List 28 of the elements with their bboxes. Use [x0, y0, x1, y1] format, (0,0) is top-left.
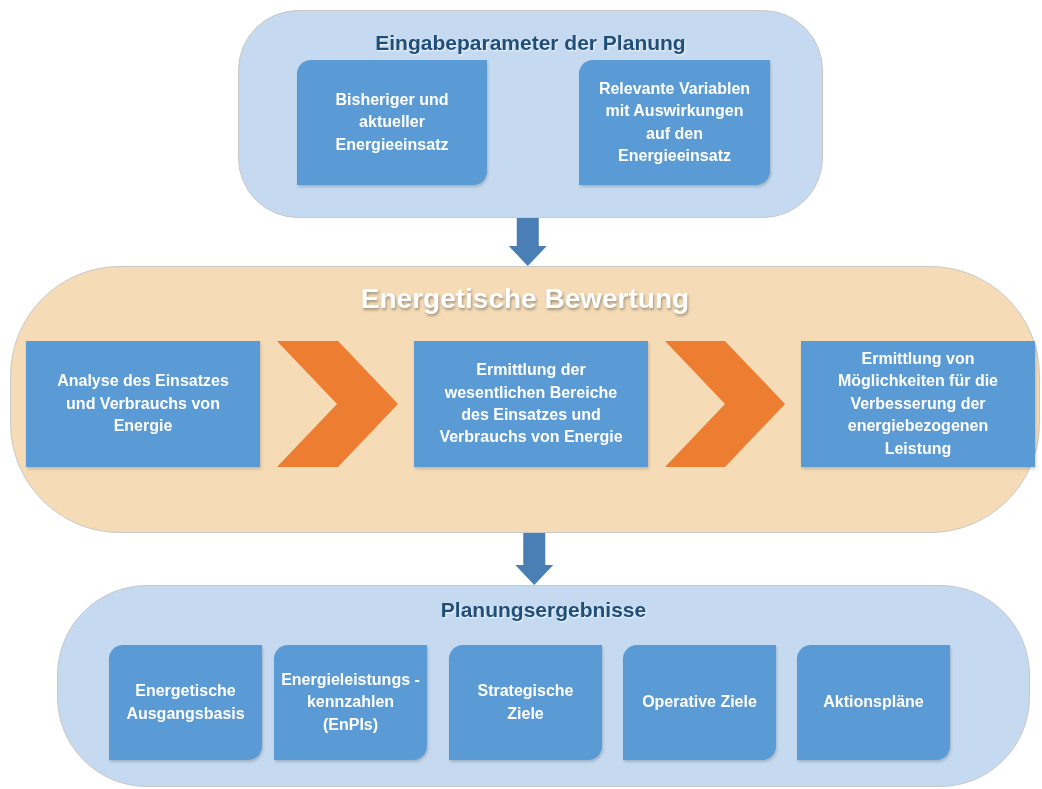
process-box — [414, 341, 648, 467]
box-text: Ermittlung von Möglichkeiten für die Verbesserung der energiebezogenen Leistung — [837, 349, 999, 459]
process-box — [801, 341, 1035, 467]
arrow — [665, 341, 785, 467]
box-text: Relevante Variablen mit Auswirkungen auf den Energieeinsatz — [597, 78, 752, 166]
process-box — [797, 645, 950, 760]
arrow — [508, 218, 547, 266]
process-box — [579, 60, 770, 185]
arrow — [277, 341, 398, 467]
box-text: Operative Ziele — [642, 692, 757, 713]
arrow — [515, 533, 554, 585]
box-text: Ermittlung der wesentlichen Bereiche des Einsatzes und Verbrauchs von Energie — [438, 360, 624, 448]
process-box — [449, 645, 602, 760]
box-text: Bisheriger und aktueller Energieeinsatz — [334, 89, 450, 155]
process-box — [297, 60, 487, 185]
box-text: Aktionspläne — [823, 692, 924, 713]
process-box — [109, 645, 262, 760]
process-box — [623, 645, 776, 760]
box-text: Energetische Ausgangsbasis — [126, 681, 245, 724]
process-box — [274, 645, 427, 760]
group-title: Planungsergebnisse — [439, 598, 648, 622]
group-title: Energetische Bewertung — [359, 283, 691, 315]
box-text: Energieleistungs -kennzahlen (EnPIs) — [280, 669, 421, 735]
box-text: Analyse des Einsatzes und Verbrauchs von Energie — [56, 371, 230, 437]
group-panel — [238, 10, 823, 218]
group-title: Eingabeparameter der Planung — [374, 31, 687, 55]
box-text: Strategische Ziele — [476, 681, 575, 724]
process-box — [26, 341, 260, 467]
